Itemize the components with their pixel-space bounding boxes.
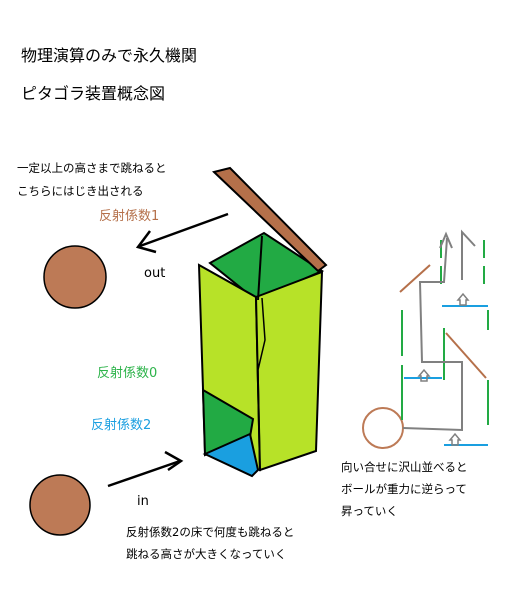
note-bottom-line-1: 反射係数2の床で何度も跳ねると [126,525,295,539]
note-bottom-line-2: 跳ねる高さが大きくなっていく [126,547,287,561]
title-line-2: ピタゴラ装置概念図 [21,84,166,103]
in-label: in [137,494,149,509]
note-top-line-2: こちらにはじき出される [17,184,144,198]
out-label: out [144,266,166,281]
out-arrow-line [139,212,229,248]
stacked-mechanism [362,229,489,449]
coef2-label: 反射係数2 [91,418,152,433]
tower-lid [211,166,328,273]
note-right-line-3: 昇っていく [341,504,398,518]
note-top-line-1: 一定以上の高さまで跳ねると [17,161,167,175]
in-arrow-line [107,459,181,488]
tower-floor-blue [202,432,260,478]
tower-front-right [254,270,324,472]
title-line-1: 物理演算のみで永久機関 [21,46,198,65]
ball-in [29,474,91,536]
mini-ball [362,407,404,449]
tower-seam [257,297,266,471]
out-arrow-head [135,230,157,254]
coef0-label: 反射係数0 [97,366,158,381]
ball-out [43,245,107,309]
tower-inner-edge [257,235,263,301]
in-arrow-head [164,450,184,472]
coef1-label: 反射係数1 [99,209,160,224]
note-right-line-1: 向い合せに沢山並べると [341,460,468,474]
note-right-line-2: ボールが重力に逆らって [341,482,467,496]
